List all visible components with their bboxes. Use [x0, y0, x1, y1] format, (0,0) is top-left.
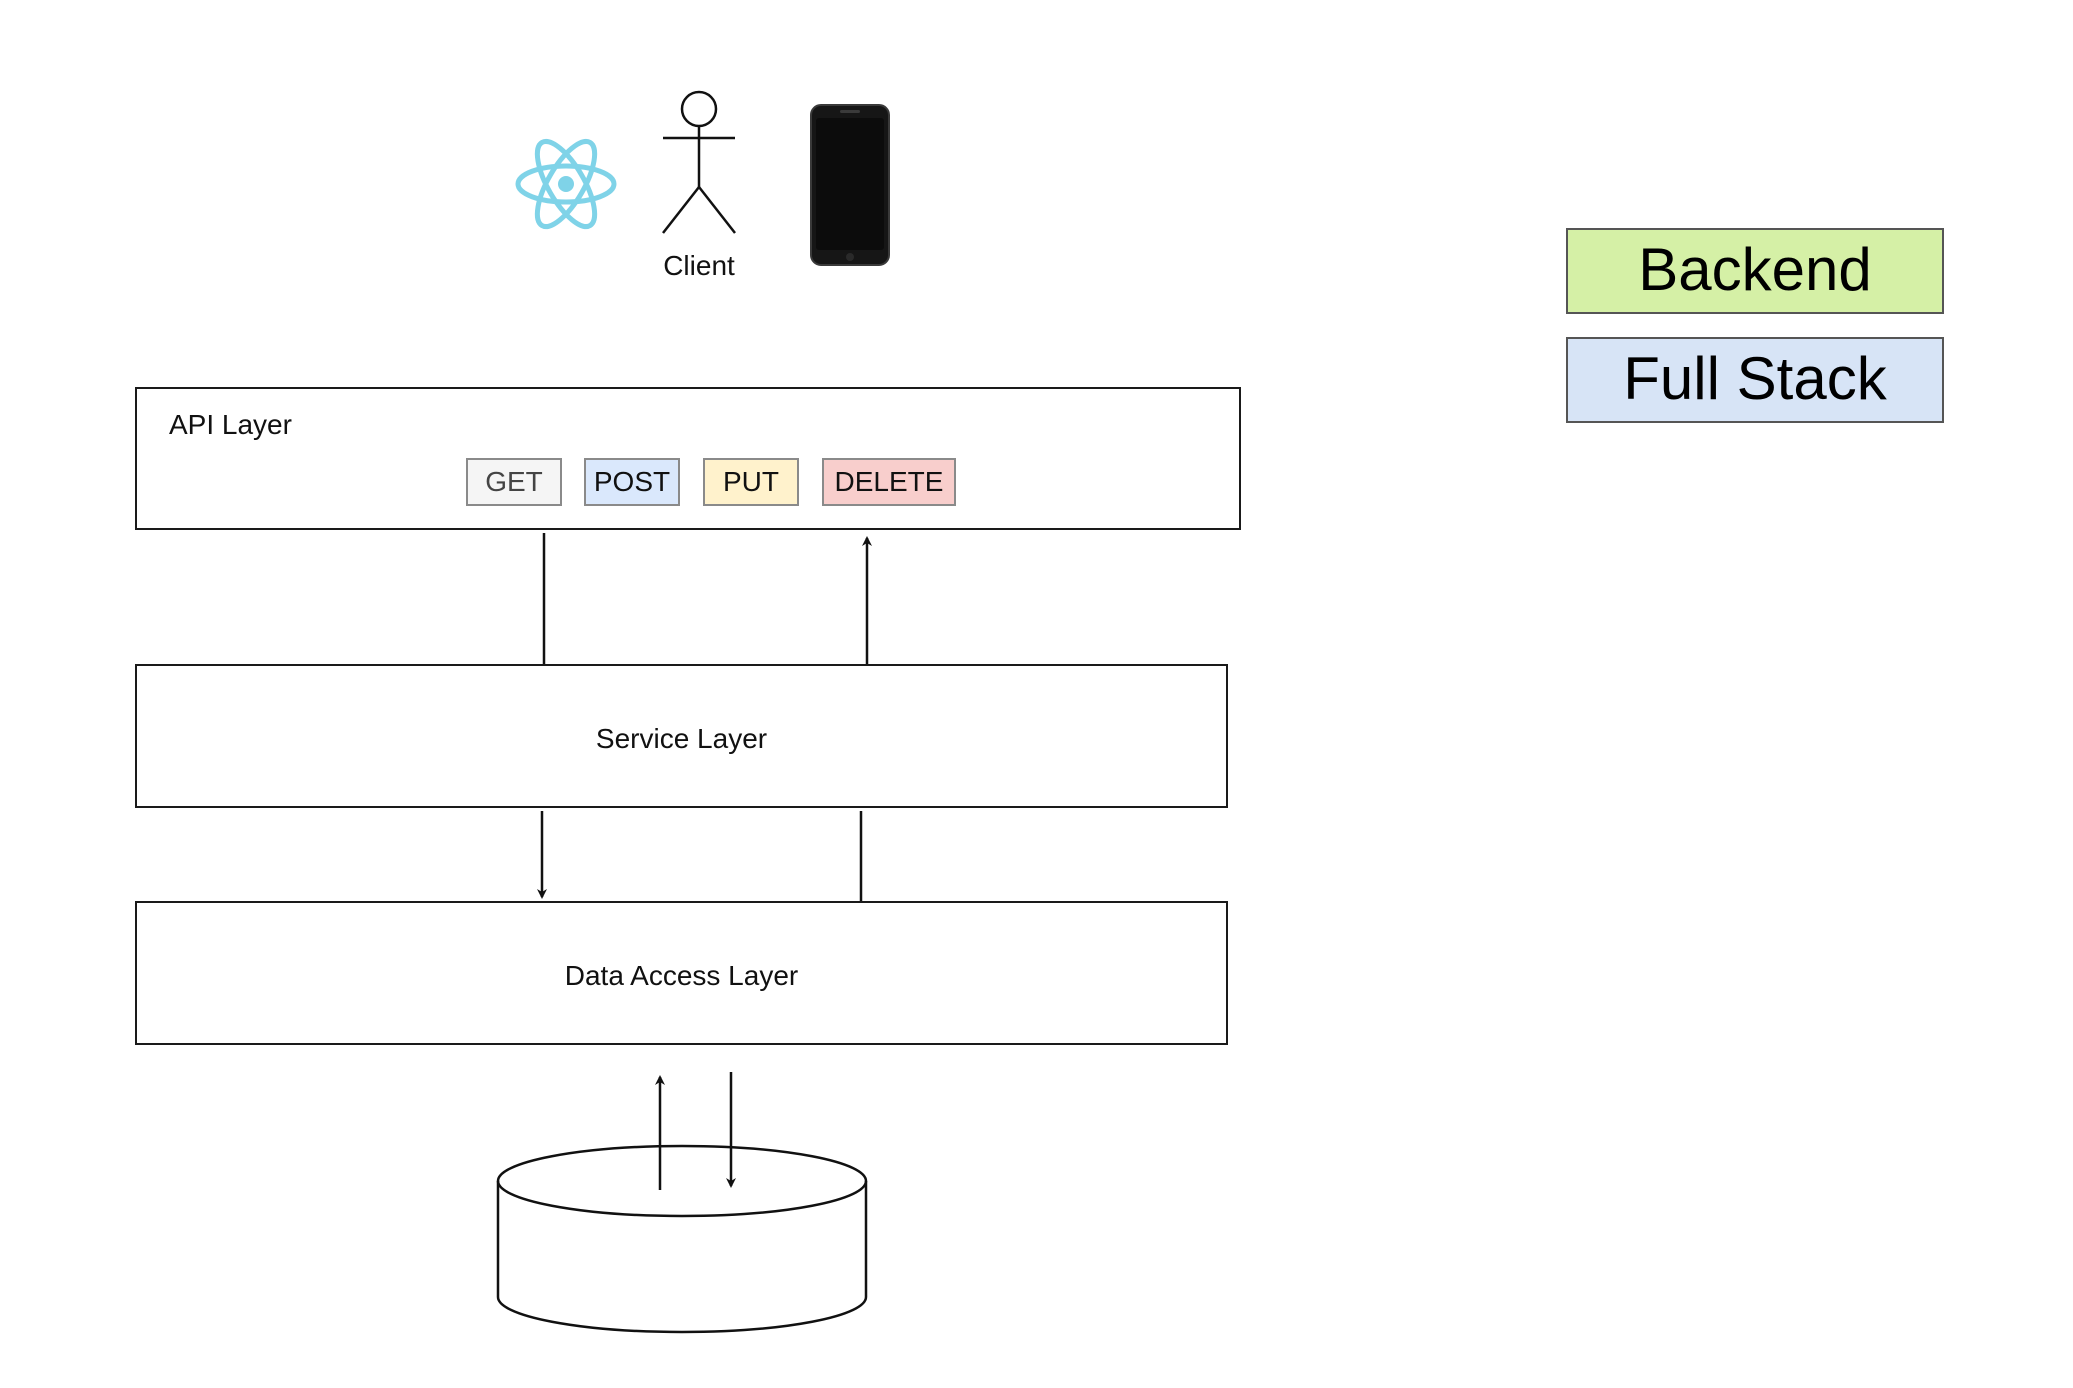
get-method-badge: GET: [466, 458, 562, 506]
put-method-badge: PUT: [703, 458, 799, 506]
actor-icon: [662, 90, 736, 234]
api-layer-title: API Layer: [169, 409, 292, 440]
database-icon: [496, 1144, 868, 1334]
service-layer-title: Service Layer: [595, 723, 768, 754]
data-access-layer-box: Data Access Layer: [135, 901, 1228, 1045]
delete-method-badge: DELETE: [822, 458, 956, 506]
legend-backend: Backend: [1566, 228, 1944, 314]
client-label: Client: [663, 250, 735, 281]
api-layer-box: API Layer: [135, 387, 1241, 530]
phone-icon: [810, 104, 890, 266]
service-layer-box: Service Layer: [135, 664, 1228, 808]
post-method-badge: POST: [584, 458, 680, 506]
data-access-layer-title: Data Access Layer: [564, 960, 799, 991]
legend-full-stack: Full Stack: [1566, 337, 1944, 423]
react-logo-icon: [515, 138, 617, 230]
